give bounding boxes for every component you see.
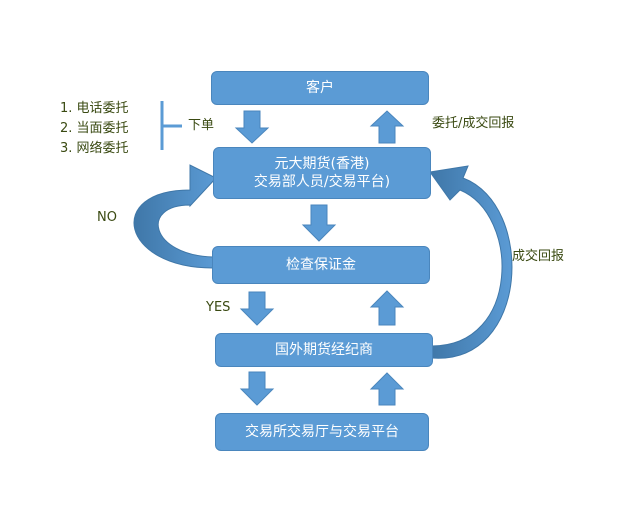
order-label: 下单 bbox=[188, 118, 215, 133]
arrow-down-margin-to-foreign bbox=[239, 291, 275, 326]
curved-arrow-no-loop bbox=[133, 164, 217, 269]
broker-label-line1: 元大期货(香港) bbox=[274, 156, 370, 172]
exchange-box: 交易所交易厅与交易平台 bbox=[215, 413, 429, 451]
arrow-up-foreign-to-margin bbox=[369, 290, 405, 326]
arrow-up-exchange-to-foreign bbox=[369, 372, 405, 406]
method-item-in-person: 2. 当面委托 bbox=[60, 121, 129, 136]
arrow-up-broker-to-customer bbox=[369, 110, 405, 144]
foreign-broker-box: 国外期货经纪商 bbox=[215, 333, 433, 367]
methods-bracket bbox=[160, 101, 182, 150]
customer-box: 客户 bbox=[211, 71, 429, 105]
yes-label: YES bbox=[206, 300, 231, 315]
broker-label-line2: 交易部人员/交易平台) bbox=[253, 174, 391, 190]
margin-check-label: 检查保证金 bbox=[286, 257, 356, 273]
fill-report-label: 成交回报 bbox=[512, 249, 565, 264]
method-item-online: 3. 网络委托 bbox=[60, 141, 129, 156]
method-item-phone: 1. 电话委托 bbox=[60, 101, 129, 116]
arrow-down-foreign-to-exchange bbox=[239, 371, 275, 406]
order-report-label: 委托/成交回报 bbox=[432, 116, 515, 131]
foreign-broker-label: 国外期货经纪商 bbox=[275, 342, 373, 358]
arrow-down-customer-to-broker bbox=[234, 110, 270, 144]
exchange-label: 交易所交易厅与交易平台 bbox=[245, 424, 399, 440]
no-label: NO bbox=[97, 210, 117, 225]
curved-arrow-fill-report-loop bbox=[429, 165, 513, 359]
customer-label: 客户 bbox=[306, 80, 334, 96]
margin-check-box: 检查保证金 bbox=[212, 246, 430, 284]
broker-box: 元大期货(香港) 交易部人员/交易平台) bbox=[213, 147, 431, 199]
arrow-down-broker-to-margin bbox=[301, 204, 337, 242]
